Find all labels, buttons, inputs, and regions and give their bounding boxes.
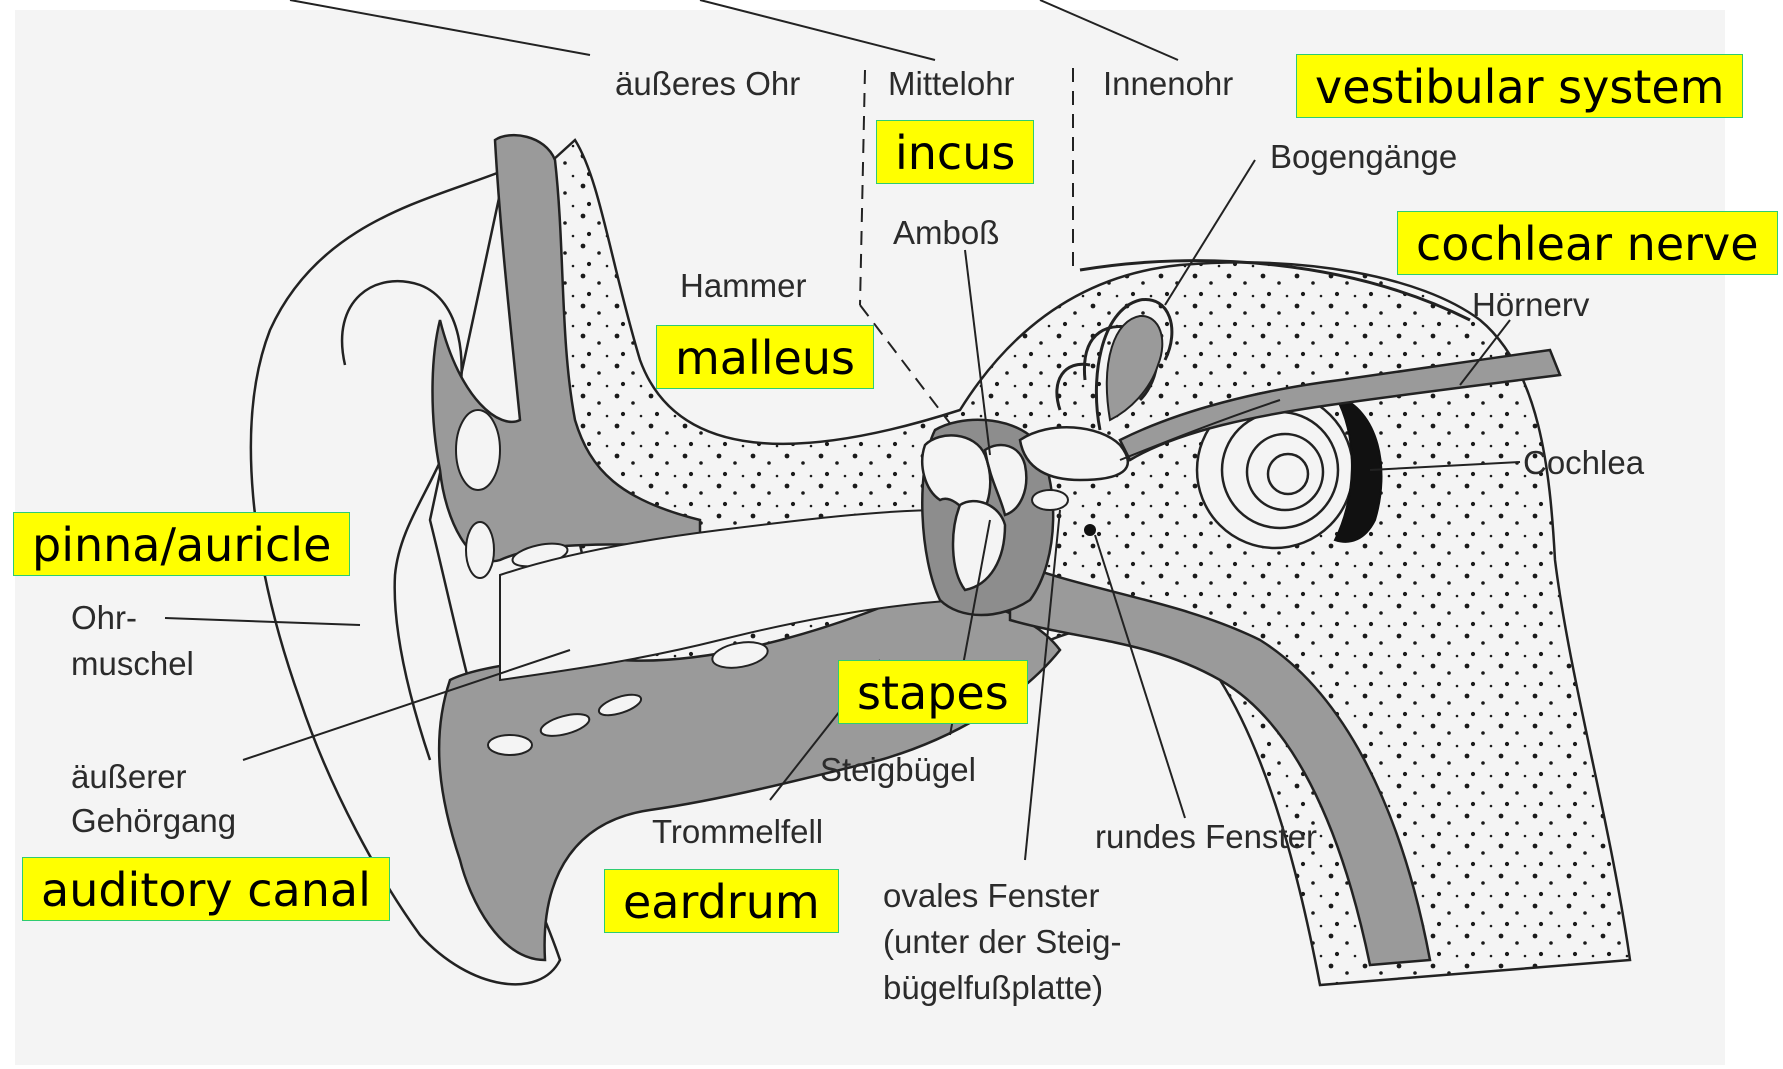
label-round-window: rundes Fenster xyxy=(1095,817,1317,857)
label-middle-ear: Mittelohr xyxy=(888,64,1015,104)
label-auricle-line2: muschel xyxy=(71,644,194,684)
label-oval-window-line3: bügelfußplatte) xyxy=(883,968,1103,1008)
label-auditory-nerve: Hörnerv xyxy=(1472,285,1589,325)
label-semicircular-canals: Bogengänge xyxy=(1270,137,1457,177)
label-outer-ear: äußeres Ohr xyxy=(615,64,800,104)
label-oval-window-line2: (unter der Steig- xyxy=(883,922,1121,962)
label-ear-canal-line2: Gehörgang xyxy=(71,801,236,841)
label-cochlea: Cochlea xyxy=(1523,443,1644,483)
label-malleus: malleus xyxy=(656,325,874,389)
label-auditory-canal: auditory canal xyxy=(22,857,390,921)
label-oval-window-line1: ovales Fenster xyxy=(883,876,1099,916)
label-anvil: Amboß xyxy=(893,213,999,253)
round-window xyxy=(1084,524,1096,536)
label-auricle-line1: Ohr- xyxy=(71,598,137,638)
label-inner-ear: Innenohr xyxy=(1103,64,1233,104)
label-pinna: pinna/auricle xyxy=(13,512,350,576)
label-cochlear-nerve: cochlear nerve xyxy=(1397,211,1778,275)
label-incus: incus xyxy=(876,120,1034,184)
oval-window xyxy=(1032,490,1068,510)
label-eardrum-de: Trommelfell xyxy=(652,812,823,852)
label-vestibular-system: vestibular system xyxy=(1296,54,1743,118)
label-ear-canal-line1: äußerer xyxy=(71,757,187,797)
label-hammer: Hammer xyxy=(680,266,807,306)
label-eardrum-en: eardrum xyxy=(604,869,839,933)
label-stapes: stapes xyxy=(838,660,1028,724)
label-stirrup: Steigbügel xyxy=(820,750,976,790)
